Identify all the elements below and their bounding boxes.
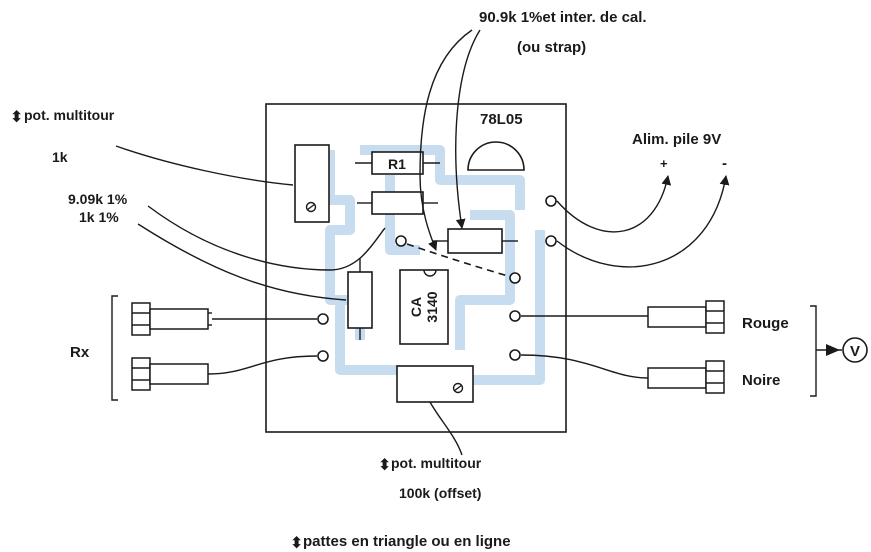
rouge-label: Rouge xyxy=(742,315,789,332)
wire-battery-plus xyxy=(556,175,672,233)
plus-label: + xyxy=(660,156,668,171)
marker-pot-1k: ⬍ xyxy=(10,109,23,126)
regulator-78l05: 78L05 xyxy=(467,111,525,171)
resistor-9k xyxy=(357,191,438,215)
board-pads xyxy=(317,195,557,362)
jack-noire xyxy=(647,360,725,394)
top-note-line1: 90.9k 1%et inter. de cal. xyxy=(479,9,647,26)
pot-100k-note: pot. multitour xyxy=(391,455,482,471)
r1-label: R1 xyxy=(388,156,406,172)
bracket-output xyxy=(810,305,817,397)
resistor-1k-note: 1k 1% xyxy=(79,209,119,225)
leader-pot-100k xyxy=(429,401,463,456)
jack-rouge xyxy=(647,300,725,334)
minus-label: - xyxy=(722,155,727,172)
top-note-line2: (ou strap) xyxy=(517,39,586,56)
wire-battery-minus xyxy=(556,175,730,268)
ic-label-3140: 3140 xyxy=(424,291,440,322)
trimmer-pot-1k xyxy=(294,144,330,223)
rx-label: Rx xyxy=(70,344,90,361)
leader-pot-1k xyxy=(115,145,294,186)
dashed-link xyxy=(406,243,509,277)
ic-ca3140: CA 3140 xyxy=(399,269,449,345)
leader-90k xyxy=(419,29,473,251)
leader-90k-resistor xyxy=(455,29,481,229)
wire-noire xyxy=(520,354,649,379)
leader-1k xyxy=(137,223,347,301)
trimmer-pot-100k xyxy=(396,365,474,403)
regulator-label: 78L05 xyxy=(480,111,523,128)
resistor-r1: R1 xyxy=(355,151,440,175)
alim-label: Alim. pile 9V xyxy=(632,131,721,148)
noire-label: Noire xyxy=(742,372,780,389)
resistor-1k-vertical xyxy=(347,258,373,340)
ic-label-ca: CA xyxy=(408,297,424,317)
jack-rx-top xyxy=(131,302,212,336)
wire-rx-bottom xyxy=(207,355,318,375)
footnote: pattes en triangle ou en ligne xyxy=(303,533,511,550)
pot-100k-value: 100k (offset) xyxy=(399,485,481,501)
pot-1k-value: 1k xyxy=(52,149,68,165)
bracket-rx xyxy=(111,295,118,401)
marker-footnote: ⬍ xyxy=(290,535,303,552)
jack-rx-bottom xyxy=(131,357,209,391)
voltmeter-icon: V xyxy=(816,337,868,363)
leader-9k xyxy=(147,205,386,271)
resistor-9k-note: 9.09k 1% xyxy=(68,191,128,207)
marker-pot-100k: ⬍ xyxy=(378,457,391,474)
pot-1k-note: pot. multitour xyxy=(24,107,115,123)
voltmeter-label: V xyxy=(850,343,860,360)
